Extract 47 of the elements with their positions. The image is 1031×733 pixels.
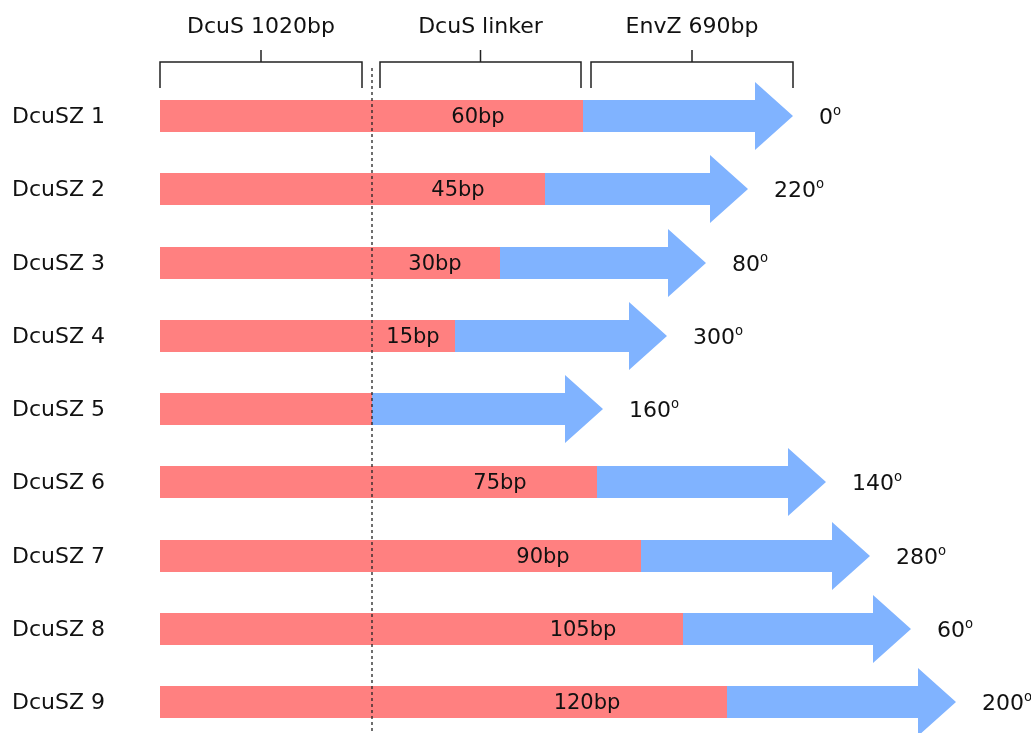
construct-name: DcuSZ 8 bbox=[12, 617, 105, 640]
construct-name: DcuSZ 3 bbox=[12, 251, 105, 274]
construct-name: DcuSZ 2 bbox=[12, 178, 105, 201]
segment-length-label: 90bp bbox=[516, 545, 570, 566]
region-label: EnvZ 690bp bbox=[625, 15, 759, 37]
gene-segment-bar bbox=[160, 246, 500, 279]
gene-segment-bar bbox=[160, 612, 683, 645]
construct-name: DcuSZ 9 bbox=[12, 691, 105, 713]
segment-length-label: 45bp bbox=[431, 178, 485, 200]
angle-label: 220$^{o}$ bbox=[774, 177, 825, 202]
construct-name: DcuSZ 5 bbox=[12, 398, 105, 420]
gene-segment-bar bbox=[160, 319, 455, 352]
segment-length-label: 120bp bbox=[553, 691, 621, 713]
construct-name: DcuSZ 7 bbox=[12, 544, 105, 567]
gene-segment-block bbox=[727, 668, 956, 733]
angle-label: 200$^{o}$ bbox=[982, 689, 1031, 715]
gene-segment-block bbox=[683, 594, 911, 663]
angle-label: 60$^{o}$ bbox=[937, 616, 974, 641]
construct-name: DcuSZ 4 bbox=[12, 324, 105, 347]
construct-name: DcuSZ 6 bbox=[12, 471, 105, 494]
gene-segment-bar bbox=[160, 173, 545, 206]
angle-label: 160$^{o}$ bbox=[629, 396, 680, 422]
gene-segment-block bbox=[500, 228, 706, 297]
gene-segment-block bbox=[597, 448, 826, 517]
segment-length-label: 30bp bbox=[408, 252, 462, 273]
gene-segment-block bbox=[545, 155, 748, 224]
gene-segment-block bbox=[641, 521, 870, 590]
angle-label: 0$^{o}$ bbox=[819, 103, 842, 129]
gene-segment-block bbox=[372, 375, 603, 443]
gene-segment-bar bbox=[160, 393, 372, 425]
construct-name: DcuSZ 1 bbox=[12, 105, 105, 127]
gene-segment-bar bbox=[160, 100, 583, 132]
gene-segment-bar bbox=[160, 686, 727, 718]
angle-label: 80$^{o}$ bbox=[732, 250, 769, 275]
segment-length-label: 60bp bbox=[451, 105, 505, 127]
segment-length-label: 105bp bbox=[549, 618, 617, 640]
gene-segment-block bbox=[455, 301, 667, 370]
gene-segment-block bbox=[583, 82, 793, 150]
segment-length-label: 15bp bbox=[386, 325, 440, 347]
angle-label: 280$^{o}$ bbox=[896, 543, 947, 568]
angle-label: 300$^{o}$ bbox=[693, 323, 744, 348]
gene-segment-bar bbox=[160, 539, 641, 572]
gene-segment-bar bbox=[160, 466, 597, 499]
segment-length-label: 75bp bbox=[473, 471, 527, 493]
region-label: DcuS linker bbox=[418, 15, 543, 37]
angle-label: 140$^{o}$ bbox=[852, 470, 903, 495]
region-label: DcuS 1020bp bbox=[187, 15, 335, 37]
